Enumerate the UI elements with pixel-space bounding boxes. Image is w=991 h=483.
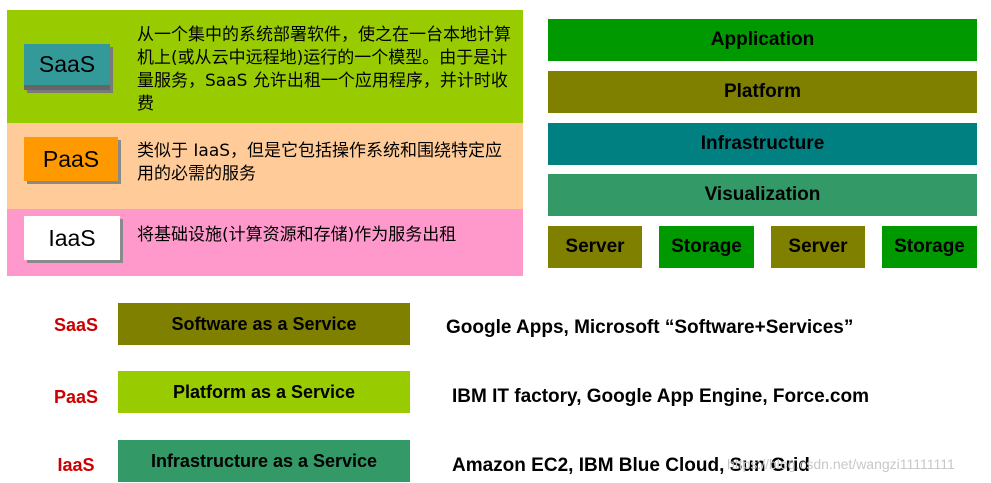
layer-infrastructure: Infrastructure: [548, 123, 977, 165]
server-block: Server: [771, 226, 865, 268]
saas-label: SaaS: [53, 315, 99, 335]
saas-description: 从一个集中的系统部署软件，使之在一台本地计算机上(或从云中远程地)运行的一个模型…: [137, 25, 511, 114]
iaas-label: IaaS: [57, 455, 95, 475]
paas-label: PaaS: [53, 387, 99, 407]
platform-as-a-service-box: Platform as a Service: [118, 371, 410, 413]
storage-block: Storage: [659, 226, 754, 268]
iaas-description: 将基础设施(计算资源和存储)作为服务出租: [137, 225, 457, 245]
server-block: Server: [548, 226, 642, 268]
paas-description: 类似于 IaaS，但是它包括操作系统和围绕特定应用的必需的服务: [137, 141, 503, 184]
watermark: https://blog.csdn.net/wangzi11111111: [727, 456, 955, 472]
iaas-badge: IaaS: [24, 216, 120, 260]
infrastructure-as-a-service-box: Infrastructure as a Service: [118, 440, 410, 482]
saas-examples: Google Apps, Microsoft “Software+Service…: [446, 317, 854, 338]
layer-visualization: Visualization: [548, 174, 977, 216]
software-as-a-service-box: Software as a Service: [118, 303, 410, 345]
saas-badge: SaaS: [24, 44, 110, 90]
layer-application: Application: [548, 19, 977, 61]
paas-badge: PaaS: [24, 137, 118, 181]
iaas-examples: Amazon EC2, IBM Blue Cloud, Sun Grid: [452, 455, 810, 476]
storage-block: Storage: [882, 226, 977, 268]
paas-examples: IBM IT factory, Google App Engine, Force…: [452, 386, 869, 407]
layer-platform: Platform: [548, 71, 977, 113]
